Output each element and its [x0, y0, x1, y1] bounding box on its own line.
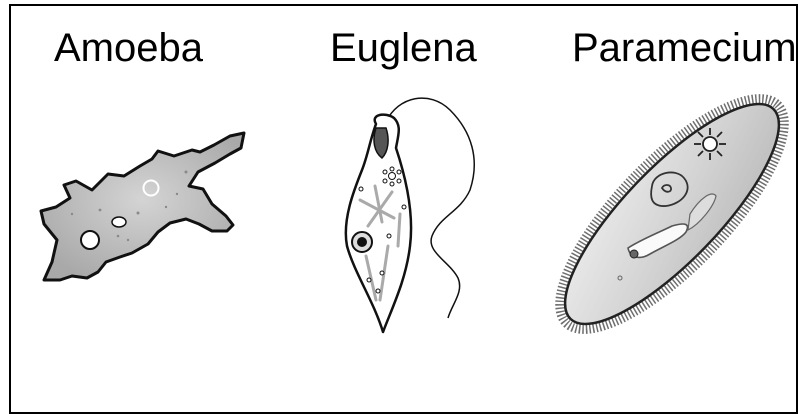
- amoeba-illustration: [41, 133, 244, 280]
- amoeba-food-vacuole: [112, 217, 126, 227]
- amoeba-body: [41, 133, 244, 280]
- paramecium-contractile-vacuole: [694, 128, 726, 160]
- euglena-nucleus: [352, 232, 372, 252]
- paramecium-body: [537, 76, 806, 351]
- amoeba-nucleus: [81, 231, 99, 249]
- paramecium-illustration: [528, 68, 806, 360]
- euglena-illustration: [346, 98, 474, 332]
